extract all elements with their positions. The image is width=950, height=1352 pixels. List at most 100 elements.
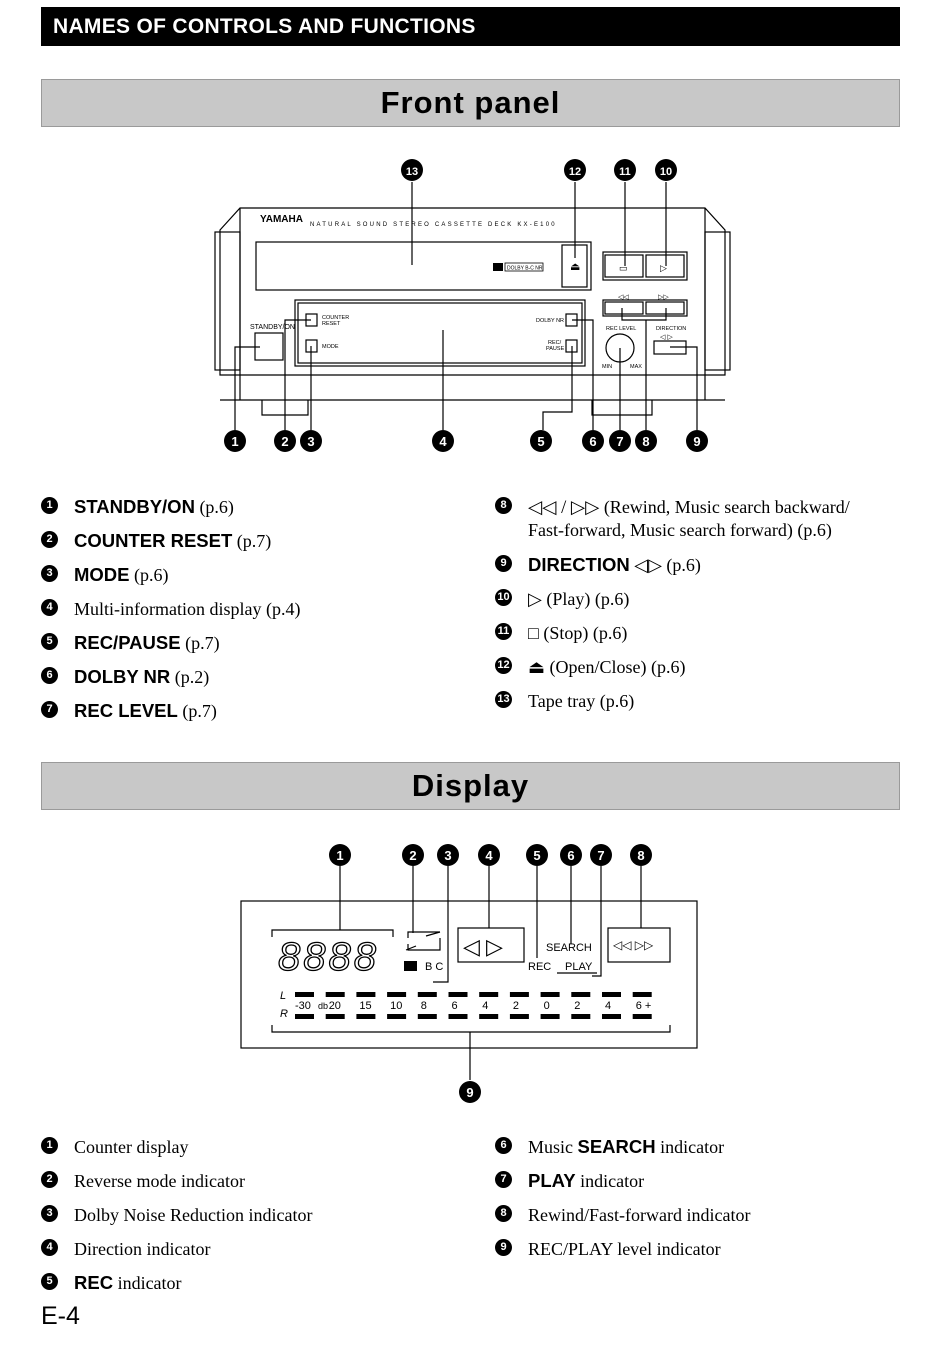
svg-text:◁ ▷: ◁ ▷ xyxy=(660,334,673,341)
section-title-display: Display xyxy=(41,762,900,810)
meter-label: 10 xyxy=(390,1000,402,1012)
svg-text:MODE: MODE xyxy=(322,344,339,350)
fastforward-button xyxy=(645,301,685,315)
svg-text:5: 5 xyxy=(533,848,540,863)
svg-text:13: 13 xyxy=(406,166,418,178)
meter-segment-l xyxy=(295,992,314,997)
svg-text:PLAY: PLAY xyxy=(565,961,593,973)
meter-db-label: db xyxy=(318,1001,328,1011)
svg-text:9: 9 xyxy=(693,434,700,449)
meter-segment-r xyxy=(417,1014,437,1019)
meter-label: 20 xyxy=(329,1000,341,1012)
svg-text:L: L xyxy=(280,990,286,1002)
meter-label: 2 xyxy=(574,1000,580,1012)
meter-segment-r xyxy=(387,1014,407,1019)
meter-segment-r xyxy=(356,1014,376,1019)
meter-label: 4 xyxy=(605,1000,611,1012)
list-item: 11□ (Stop) (p.6) xyxy=(495,622,915,656)
svg-text:STANDBY/ON: STANDBY/ON xyxy=(250,324,295,331)
meter-segment-l xyxy=(387,992,407,997)
right-side-panel xyxy=(704,231,731,371)
meter-segment-r xyxy=(602,1014,621,1019)
tape-tray xyxy=(255,241,592,291)
ffrew-indicator-box xyxy=(607,927,671,963)
svg-text:7: 7 xyxy=(616,434,623,449)
svg-text:5: 5 xyxy=(537,434,544,449)
stop-button xyxy=(604,254,644,278)
meter-label: 6 xyxy=(452,1000,458,1012)
svg-text:RESET: RESET xyxy=(322,321,341,327)
rewind-button xyxy=(604,301,644,315)
svg-text:▭: ▭ xyxy=(619,263,628,273)
svg-text:10: 10 xyxy=(660,166,672,178)
svg-text:8: 8 xyxy=(642,434,649,449)
svg-text:DOLBY NR: DOLBY NR xyxy=(536,318,564,324)
svg-text:▷▷: ▷▷ xyxy=(658,294,669,301)
section-title-front-panel: Front panel xyxy=(41,79,900,127)
svg-text:MAX: MAX xyxy=(630,364,642,370)
svg-text:◁◁ ▷▷: ◁◁ ▷▷ xyxy=(613,938,654,952)
meter-label: 15 xyxy=(359,1000,371,1012)
svg-text:NATURAL SOUND STEREO CASSETTE: NATURAL SOUND STEREO CASSETTE DECK KX-E1… xyxy=(310,222,557,228)
direction-indicator-box xyxy=(457,927,525,963)
svg-text:6: 6 xyxy=(589,434,596,449)
svg-text:1: 1 xyxy=(336,848,343,863)
page-number: E-4 xyxy=(41,1302,80,1330)
meter-segment-r xyxy=(479,1014,499,1019)
meter-segment-l xyxy=(448,992,468,997)
page-header: NAMES OF CONTROLS AND FUNCTIONS xyxy=(41,7,900,46)
svg-text:4: 4 xyxy=(439,434,447,449)
list-item: 10▷ (Play) (p.6) xyxy=(495,588,915,622)
meter-label: 4 xyxy=(482,1000,488,1012)
svg-text:YAMAHA: YAMAHA xyxy=(260,214,303,225)
svg-text:1: 1 xyxy=(231,434,238,449)
meter-segment-l xyxy=(602,992,621,997)
meter-label: 8 xyxy=(421,1000,427,1012)
svg-text:8: 8 xyxy=(637,848,644,863)
meter-segment-r xyxy=(325,1014,345,1019)
play-button xyxy=(645,254,685,278)
svg-text:3: 3 xyxy=(307,434,314,449)
meter-segment-r xyxy=(509,1014,529,1019)
meter-label: 2 xyxy=(513,1000,519,1012)
svg-text:◁◁: ◁◁ xyxy=(618,294,629,301)
meter-label: 6 + xyxy=(636,1000,652,1012)
meter-segment-l xyxy=(509,992,529,997)
svg-text:▷: ▷ xyxy=(660,263,667,273)
svg-text:REC/: REC/ xyxy=(548,340,562,346)
svg-text:REC: REC xyxy=(528,961,551,973)
svg-text:B C: B C xyxy=(425,961,443,973)
svg-text:2: 2 xyxy=(281,434,288,449)
svg-text:PAUSE: PAUSE xyxy=(546,346,565,352)
multi-info-display xyxy=(294,299,586,367)
svg-text:12: 12 xyxy=(569,166,581,178)
svg-text:7: 7 xyxy=(597,848,604,863)
meter-segment-l xyxy=(540,992,560,997)
svg-text:2: 2 xyxy=(409,848,416,863)
svg-text:COUNTER: COUNTER xyxy=(322,315,349,321)
meter-segment-r xyxy=(632,1014,652,1019)
svg-text:11: 11 xyxy=(619,166,631,178)
list-item: 8◁◁ / ▷▷ (Rewind, Music search backward/… xyxy=(495,496,915,554)
meter-segment-l xyxy=(571,992,591,997)
meter-segment-l xyxy=(417,992,437,997)
meter-segment-l xyxy=(356,992,376,997)
meter-segment-l xyxy=(632,992,652,997)
svg-text:⏏: ⏏ xyxy=(570,261,580,273)
svg-text:8888: 8888 xyxy=(278,935,379,979)
